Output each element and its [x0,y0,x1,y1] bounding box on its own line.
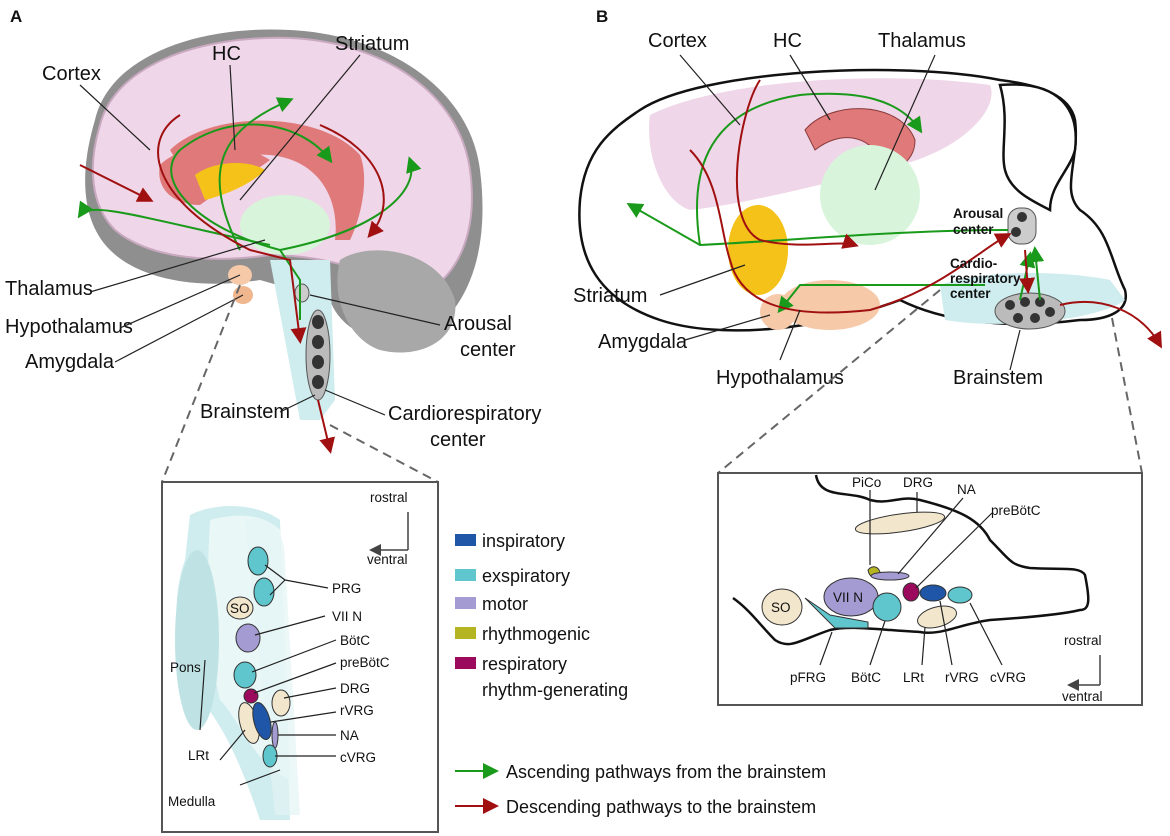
amygdala-region-b [760,294,796,330]
orientation-arrows-a [372,512,409,550]
swatch-rhythmogenic [455,627,476,639]
label-amygdala: Amygdala [25,351,115,373]
inset-a-ventral: ventral [367,552,408,567]
panel-a-label: A [10,7,22,26]
inset-b-rostral: rostral [1064,633,1102,648]
thalamus-region [240,195,330,255]
cerebellum-b [998,83,1077,213]
label-b-hc: HC [773,30,802,52]
zoom-lines-b [717,289,1143,474]
label-b-arousal-2: center [953,222,994,237]
inset-a-vii-n: VII N [332,609,362,624]
arousal-center [294,283,310,303]
swatch-motor [455,597,476,609]
cerebellum [337,250,456,353]
striatum-region-b [728,205,788,295]
label-arousal-2: center [460,339,516,361]
inset-a-rvrg: rVRG [340,703,374,718]
inset-b-vii-n: VII N [833,590,863,605]
legend-motor: motor [482,594,528,614]
legend-ascending: Ascending pathways from the brainstem [506,762,826,782]
label-hypothalamus: Hypothalamus [5,316,133,338]
label-brainstem: Brainstem [200,401,290,423]
label-b-striatum: Striatum [573,285,647,307]
legend: inspiratory exspiratory motor rhythmogen… [455,531,826,817]
legend-rhythm-generating: rhythm-generating [482,680,628,700]
inset-b-ventral: ventral [1062,689,1103,704]
striatum-region [195,163,265,200]
inset-b-botc: BötC [851,670,881,685]
label-b-cardio-3: center [950,286,991,301]
swatch-exspiratory [455,569,476,581]
legend-exspiratory: exspiratory [482,566,570,586]
legend-descending: Descending pathways to the brainstem [506,797,816,817]
label-b-brainstem: Brainstem [953,367,1043,389]
inset-a-so: SO [230,601,250,616]
inset-a-lrt: LRt [188,748,209,763]
label-cardio-2: center [430,429,486,451]
inset-b-prebotc: preBötC [991,503,1041,518]
legend-rhythmogenic: rhythmogenic [482,624,590,644]
label-cardio-1: Cardiorespiratory [388,403,541,425]
label-arousal-1: Arousal [444,313,512,335]
label-b-amygdala: Amygdala [598,331,688,353]
swatch-inspiratory [455,534,476,546]
label-b-arousal-1: Arousal [953,206,1003,221]
label-b-cortex: Cortex [648,30,707,52]
legend-inspiratory: inspiratory [482,531,565,551]
inset-a-cvrg: cVRG [340,750,376,765]
rodent-brain [578,68,1162,349]
inset-a-na: NA [340,728,359,743]
thalamus-region-b [820,145,920,245]
inset-a-prg: PRG [332,581,361,596]
inset-a-drg: DRG [340,681,370,696]
inset-a-rostral: rostral [370,490,408,505]
inset-a: SO PRG VII N BötC preBötC DRG rVRG NA cV… [161,481,439,833]
inset-a-prebotc: preBötC [340,655,390,670]
label-striatum: Striatum [335,33,409,55]
inset-b-so: SO [771,600,791,615]
label-b-hypothalamus: Hypothalamus [716,367,844,389]
inset-b-cvrg: cVRG [990,670,1026,685]
inset-a-pons: Pons [170,660,201,675]
inset-b: VII N SO PiCo DRG NA preBötC pFRG BötC L… [717,472,1143,706]
inset-b-drg: DRG [903,475,933,490]
inset-b-pico: PiCo [852,475,881,490]
inset-b-na: NA [957,482,976,497]
label-cortex: Cortex [42,63,101,85]
label-thalamus: Thalamus [5,278,93,300]
inset-a-medulla: Medulla [168,794,216,809]
inset-b-pfrg: pFRG [790,670,826,685]
orientation-arrows-b [1070,655,1101,685]
panel-a-labels: HC Striatum Cortex Thalamus Hypothalamus… [5,33,541,451]
inset-b-lrt: LRt [903,670,924,685]
legend-respiratory: respiratory [482,654,567,674]
human-brain [77,29,483,454]
panel-b-label: B [596,7,608,26]
swatch-rhythm-generating [455,657,476,669]
label-b-cardio-2: respiratory [950,271,1021,286]
hypothalamus-region-b [780,280,880,330]
panel-b-labels: Cortex HC Thalamus Striatum Amygdala Hyp… [573,30,1043,389]
inset-b-rvrg: rVRG [945,670,979,685]
inset-a-botc: BötC [340,633,370,648]
label-b-cardio-1: Cardio- [950,256,997,271]
zoom-lines-a [161,284,439,483]
label-b-thalamus: Thalamus [878,30,966,52]
label-hc: HC [212,43,241,65]
